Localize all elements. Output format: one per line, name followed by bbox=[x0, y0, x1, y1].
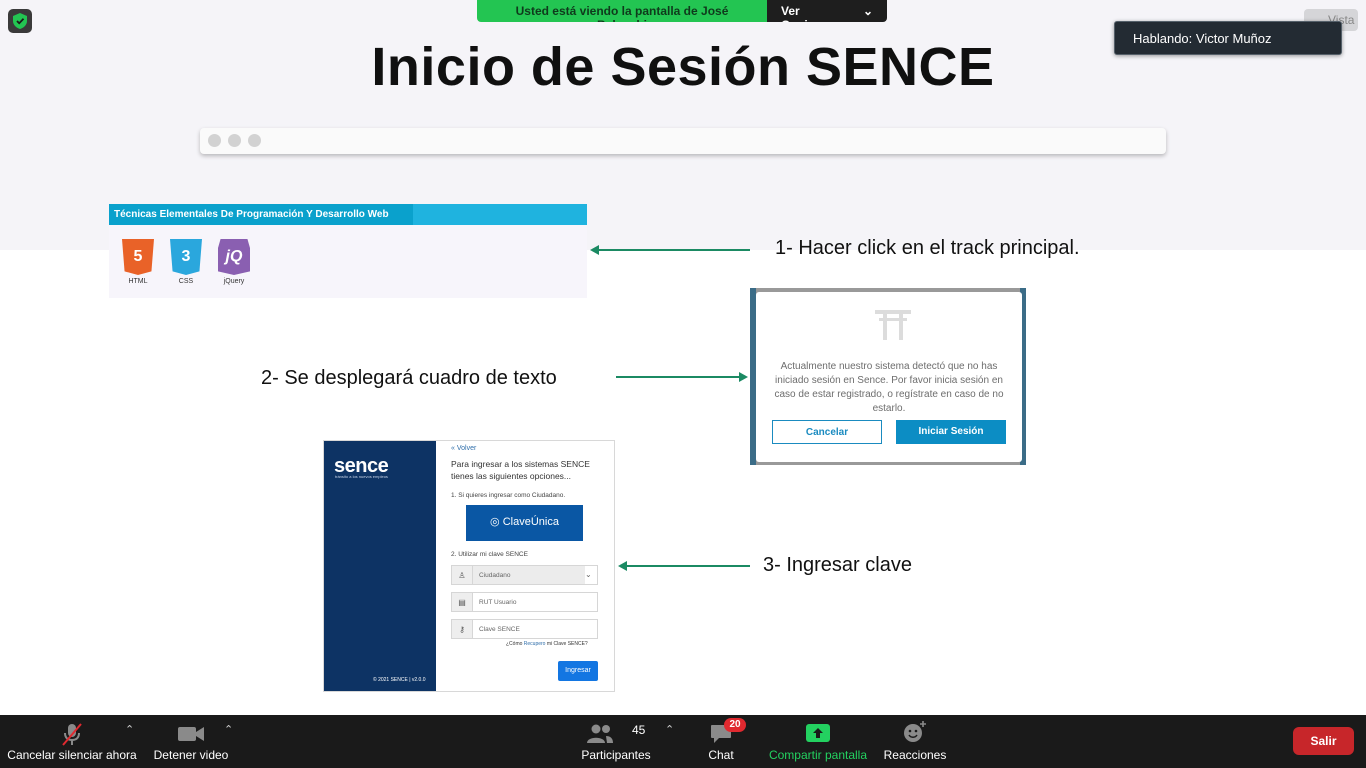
video-camera-icon bbox=[178, 727, 204, 741]
track-title: Técnicas Elementales De Programación Y D… bbox=[109, 204, 413, 225]
option-2-label: 2. Utilizar mi clave SENCE bbox=[451, 551, 528, 558]
modal-login-button: Iniciar Sesión bbox=[896, 420, 1006, 444]
sence-login-screenshot: sence tránsito a los nuevos empleos © 20… bbox=[323, 440, 615, 692]
reactions-button[interactable]: Reacciones bbox=[882, 715, 948, 768]
shared-screen: Usted está viendo la pantalla de José Ba… bbox=[0, 0, 1366, 692]
participants-label: Participantes bbox=[581, 748, 651, 762]
forgot-password-text: ¿Cómo Recupero mi Clave SENCE? bbox=[506, 641, 588, 647]
chevron-down-icon: ⌄ bbox=[585, 570, 592, 579]
modal-screenshot: Actualmente nuestro sistema detectó que … bbox=[750, 288, 1026, 465]
unmute-button[interactable]: Cancelar silenciar ahora bbox=[6, 715, 138, 768]
password-placeholder: Clave SENCE bbox=[479, 626, 520, 633]
sence-form: « Volver Para ingresar a los sistemas SE… bbox=[436, 441, 614, 691]
rut-field: ▤ RUT Usuario bbox=[451, 592, 598, 612]
tech-icon-list: 5 HTML 3 CSS jQ jQuery bbox=[109, 225, 587, 285]
tech-label: HTML bbox=[128, 278, 148, 285]
chevron-down-icon: ⌄ bbox=[862, 4, 873, 18]
stop-video-button[interactable]: Detener video bbox=[150, 715, 232, 768]
arrow-right-icon bbox=[616, 372, 748, 382]
step-3-text: 3- Ingresar clave bbox=[763, 554, 912, 576]
recover-link: Recupero bbox=[523, 641, 546, 647]
css-item: 3 CSS bbox=[169, 239, 203, 285]
chat-unread-badge: 20 bbox=[724, 718, 746, 732]
login-required-modal: Actualmente nuestro sistema detectó que … bbox=[756, 292, 1022, 462]
microphone-muted-icon bbox=[62, 723, 82, 746]
browser-frame-bar bbox=[200, 128, 1166, 154]
share-banner-text: Usted está viendo la pantalla de José Ba… bbox=[477, 0, 767, 22]
window-dot-icon bbox=[208, 134, 221, 147]
share-screen-label: Compartir pantalla bbox=[768, 748, 868, 762]
sence-tagline: tránsito a los nuevos empleos bbox=[335, 474, 388, 479]
arrow-left-icon bbox=[618, 561, 750, 571]
user-icon: ♙ bbox=[452, 566, 473, 584]
video-options-caret-icon[interactable]: ⌃ bbox=[224, 724, 234, 736]
step-1-text: 1- Hacer click en el track principal. bbox=[775, 237, 1080, 259]
sence-copyright: © 2021 SENCE | v2.0.0 bbox=[373, 677, 426, 683]
chat-label: Chat bbox=[708, 748, 734, 762]
track-card: Técnicas Elementales De Programación Y D… bbox=[109, 204, 587, 298]
reactions-label: Reacciones bbox=[883, 748, 947, 762]
share-screen-icon bbox=[806, 724, 830, 742]
tech-label: jQuery bbox=[223, 278, 245, 285]
css3-icon: 3 bbox=[170, 239, 202, 275]
screen-share-banner: Usted está viendo la pantalla de José Ba… bbox=[477, 0, 887, 22]
rut-placeholder: RUT Usuario bbox=[479, 599, 517, 606]
security-shield-icon[interactable] bbox=[8, 9, 32, 33]
sence-sidebar: sence tránsito a los nuevos empleos © 20… bbox=[324, 441, 436, 691]
id-card-icon: ▤ bbox=[452, 593, 473, 611]
sence-intro: Para ingresar a los sistemas SENCE tiene… bbox=[451, 459, 590, 481]
user-type-select: ♙ Ciudadano ⌄ bbox=[451, 565, 598, 585]
audio-options-caret-icon[interactable]: ⌃ bbox=[125, 724, 135, 736]
participants-icon bbox=[587, 724, 613, 743]
slide-title: Inicio de Sesión SENCE bbox=[371, 37, 995, 97]
jquery-item: jQ jQuery bbox=[217, 239, 251, 285]
track-header: Técnicas Elementales De Programación Y D… bbox=[109, 204, 587, 225]
fingerprint-icon: ◎ bbox=[490, 516, 503, 528]
participants-options-caret-icon[interactable]: ⌃ bbox=[665, 724, 675, 736]
option-1-label: 1. Si quieres ingresar como Ciudadano. bbox=[451, 492, 566, 499]
active-speaker-label: Hablando: Victor Muñoz bbox=[1114, 21, 1342, 55]
participants-count: 45 bbox=[632, 723, 646, 737]
back-link: « Volver bbox=[451, 445, 477, 452]
user-type-value: Ciudadano bbox=[473, 566, 585, 584]
torii-icon bbox=[875, 310, 911, 340]
unmute-label: Cancelar silenciar ahora bbox=[7, 748, 137, 762]
step-2-text: 2- Se desplegará cuadro de texto bbox=[261, 367, 557, 389]
smiley-add-icon bbox=[904, 721, 926, 742]
html5-icon: 5 bbox=[122, 239, 154, 275]
sence-logo: sence bbox=[334, 455, 389, 477]
clave-unica-label: ClaveÚnica bbox=[502, 516, 559, 528]
modal-cancel-button: Cancelar bbox=[772, 420, 882, 444]
window-dot-icon bbox=[248, 134, 261, 147]
stop-video-label: Detener video bbox=[153, 748, 229, 762]
arrow-left-icon bbox=[590, 245, 750, 255]
clave-unica-button: ◎ ClaveÚnica bbox=[466, 505, 583, 541]
share-screen-button[interactable]: Compartir pantalla bbox=[764, 715, 872, 768]
modal-message: Actualmente nuestro sistema detectó que … bbox=[774, 361, 1004, 414]
window-dot-icon bbox=[228, 134, 241, 147]
participants-button[interactable]: Participantes bbox=[578, 715, 654, 768]
html-item: 5 HTML bbox=[121, 239, 155, 285]
key-icon: ⚷ bbox=[452, 620, 473, 638]
jquery-icon: jQ bbox=[218, 239, 250, 275]
tech-label: CSS bbox=[178, 278, 194, 285]
view-options-button[interactable]: Ver Opciones ⌄ bbox=[767, 0, 887, 22]
meeting-toolbar: Cancelar silenciar ahora ⌃ Detener video… bbox=[0, 715, 1366, 768]
password-field: ⚷ Clave SENCE bbox=[451, 619, 598, 639]
view-options-label: Ver Opciones bbox=[781, 4, 836, 22]
leave-meeting-button[interactable]: Salir bbox=[1293, 727, 1354, 755]
sence-submit-button: Ingresar bbox=[558, 661, 598, 681]
